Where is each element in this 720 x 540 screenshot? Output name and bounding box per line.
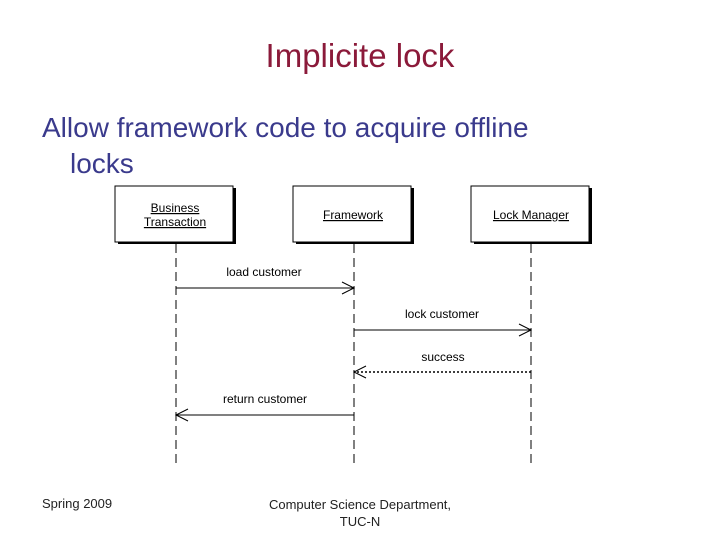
footer-department-line2: TUC-N bbox=[339, 514, 381, 529]
bullet-text: Allow framework code to acquire offline … bbox=[42, 110, 662, 182]
arrowhead-icon bbox=[518, 323, 533, 337]
bullet-line-1: Allow framework code to acquire offline bbox=[42, 112, 529, 143]
participant-label-line2: Transaction bbox=[144, 215, 206, 229]
participant-label: Lock Manager bbox=[493, 208, 569, 222]
message-load-customer: load customer bbox=[176, 265, 356, 295]
participant-label-line1: Business bbox=[151, 201, 200, 215]
message-label: return customer bbox=[223, 392, 307, 406]
footer-department-line1: Computer Science Department, bbox=[268, 497, 452, 512]
footer-department: Computer Science Department, TUC-N bbox=[240, 496, 480, 530]
footer-date: Spring 2009 bbox=[42, 496, 113, 511]
message-lock-customer: lock customer bbox=[354, 307, 533, 337]
message-return-customer: return customer bbox=[174, 392, 354, 422]
bullet-line-2: locks bbox=[70, 148, 134, 179]
participant-label: Framework bbox=[323, 208, 384, 222]
participant-lock-manager: Lock Manager bbox=[470, 185, 592, 244]
message-label: load customer bbox=[226, 265, 301, 279]
arrowhead-icon bbox=[352, 365, 367, 379]
message-label: lock customer bbox=[405, 307, 479, 321]
arrowhead-icon bbox=[174, 408, 189, 422]
participant-framework: Framework bbox=[292, 185, 414, 244]
arrowhead-icon bbox=[341, 281, 356, 295]
message-success: success bbox=[352, 350, 531, 379]
participant-business-transaction: Business Transaction bbox=[114, 185, 236, 244]
slide-title: Implicite lock bbox=[265, 37, 455, 74]
message-label: success bbox=[421, 350, 464, 364]
